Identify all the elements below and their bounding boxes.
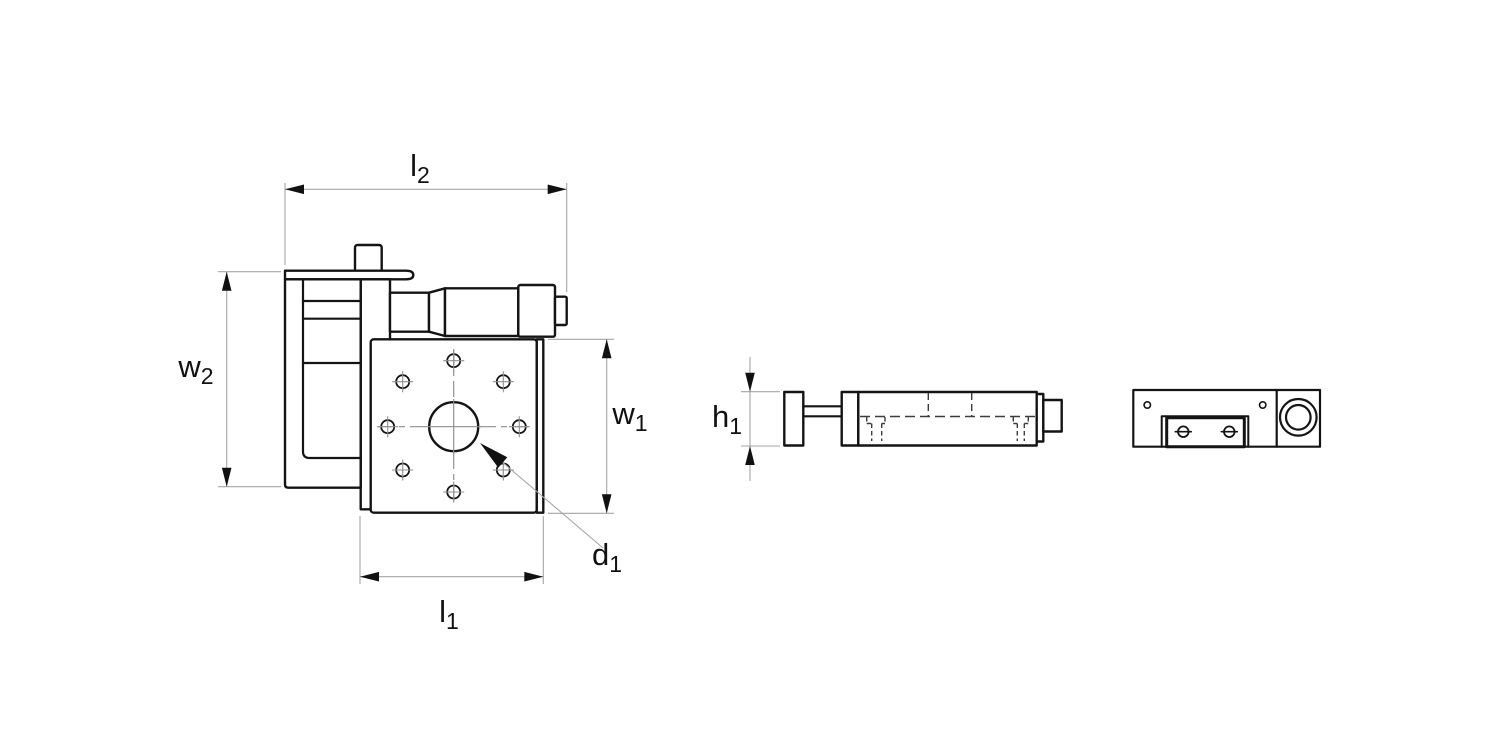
arrowhead-icon xyxy=(547,184,567,195)
side-bracket xyxy=(283,278,362,489)
micrometer-cone xyxy=(427,287,447,338)
label-l2: l2 xyxy=(410,148,430,188)
extension-line xyxy=(284,183,568,292)
dimensions: l2 w2 w1 l1 d1 h1 xyxy=(177,148,780,634)
arrowhead-icon xyxy=(601,339,612,359)
label-w2: w2 xyxy=(177,349,213,389)
hidden-lines xyxy=(860,393,1036,441)
d1-leader-line xyxy=(502,462,604,549)
arrowhead-icon xyxy=(285,184,304,195)
hidden-slot-line xyxy=(927,393,973,417)
end-block xyxy=(840,390,860,447)
dimension-labels: l2 w2 w1 l1 d1 h1 xyxy=(177,148,742,634)
extension-line xyxy=(218,271,281,488)
side-bracket-profile xyxy=(783,390,805,447)
arrowhead-icon xyxy=(601,494,612,514)
micrometer-barrel xyxy=(443,287,520,338)
label-h1: h1 xyxy=(712,399,742,439)
small-hole xyxy=(1258,400,1267,409)
arrowhead-icon xyxy=(221,271,232,291)
end-view xyxy=(1132,388,1322,449)
drive-shaft xyxy=(802,405,843,418)
extension-line xyxy=(548,338,614,514)
center-bore-crosshair xyxy=(426,399,481,454)
extension-line xyxy=(359,516,544,584)
dim-w1 xyxy=(548,338,614,514)
arrowhead-icon xyxy=(745,446,755,465)
arrowhead-icon xyxy=(524,571,544,582)
dim-l1 xyxy=(359,516,544,584)
centerlines xyxy=(377,349,530,503)
mounting-hole-crosshairs xyxy=(377,350,530,503)
micrometer-tip xyxy=(553,295,568,327)
dim-l2 xyxy=(284,183,568,292)
label-l1: l1 xyxy=(439,594,459,634)
micrometer-barrel-inner-circle xyxy=(1284,403,1312,431)
stage-body xyxy=(857,390,1038,447)
front-view xyxy=(283,243,568,514)
bracket-inner-edge xyxy=(301,278,362,460)
small-hole xyxy=(1143,400,1152,409)
side-view xyxy=(783,390,1063,447)
arrowhead-icon xyxy=(360,571,379,582)
arrowhead-icon xyxy=(745,372,755,392)
label-d1: d1 xyxy=(592,537,622,577)
micrometer-thimble xyxy=(517,283,557,338)
dim-w2 xyxy=(218,271,281,488)
micrometer-spindle xyxy=(388,291,431,333)
arrowhead-icon xyxy=(221,467,232,487)
label-w1: w1 xyxy=(611,396,647,436)
top-plate xyxy=(283,269,415,281)
d1-leader-arrowhead-icon xyxy=(480,443,508,468)
hidden-counterbore xyxy=(1012,417,1029,441)
hidden-counterbore xyxy=(866,417,886,441)
micrometer-barrel-outer-circle xyxy=(1278,397,1318,437)
micrometer-stub xyxy=(1042,398,1063,433)
extension-line xyxy=(741,391,780,447)
